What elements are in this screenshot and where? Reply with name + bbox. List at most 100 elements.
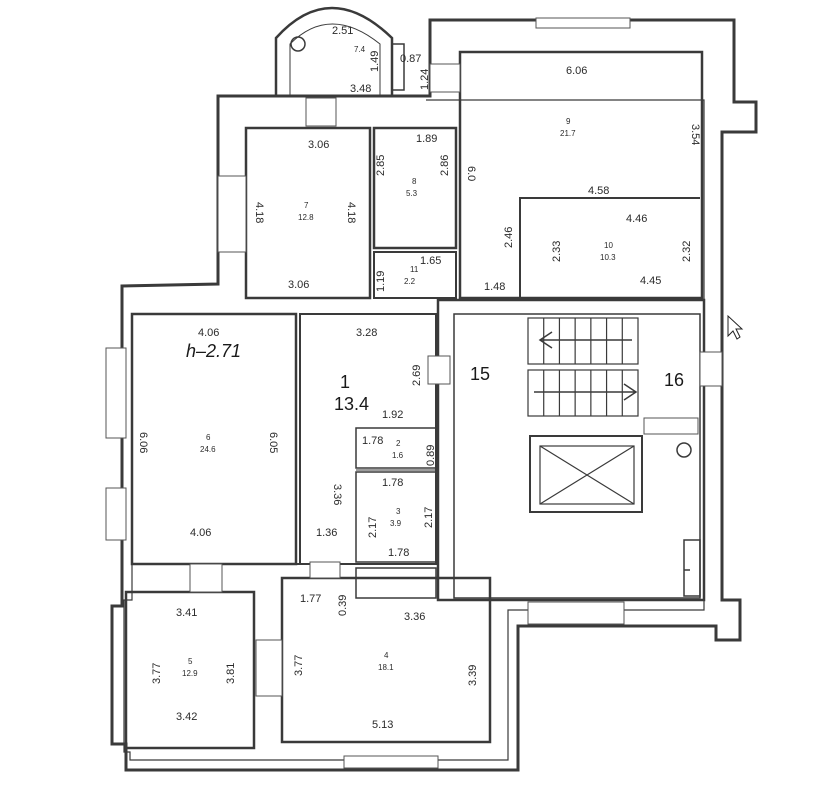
- room-area: 2.2: [404, 277, 416, 286]
- dimension: 1.78: [382, 477, 403, 489]
- arrow-left-icon: [538, 331, 632, 349]
- windows: [105, 17, 723, 769]
- dimension: 1.36: [316, 527, 337, 539]
- column-circle: [676, 442, 692, 458]
- window: [105, 487, 127, 541]
- stair-number: 16: [664, 370, 684, 390]
- window: [255, 639, 283, 697]
- room-2-walls: [355, 427, 437, 469]
- room-11-walls: [373, 251, 457, 299]
- mouse-pointer-icon: [727, 314, 744, 340]
- room-area: 24.6: [200, 445, 216, 454]
- room-area: 10.3: [600, 253, 616, 262]
- dimension: 2.86: [439, 155, 451, 176]
- room-number: 3: [396, 507, 401, 516]
- window: [643, 417, 699, 435]
- dimension: 1.78: [362, 435, 383, 447]
- dimension: 1.49: [369, 51, 381, 72]
- dimension: 1.19: [375, 271, 387, 292]
- height-label: h–2.71: [186, 341, 241, 361]
- dimension: 3.39: [467, 665, 479, 686]
- elevator-car: [539, 445, 635, 505]
- room-8-walls: [372, 126, 458, 250]
- room-number: 11: [410, 265, 419, 274]
- stair-core-inner: [453, 313, 701, 599]
- window: [343, 755, 439, 769]
- dimension: 3.42: [176, 711, 197, 723]
- dimension: 1.89: [416, 133, 437, 145]
- elevator-shaft: [529, 435, 643, 513]
- room-10-divider: [519, 197, 700, 298]
- dimension: 2.85: [375, 155, 387, 176]
- dimension: 4.46: [626, 213, 647, 225]
- dimension: 2.69: [411, 365, 423, 386]
- dimension: 6.0: [465, 166, 477, 181]
- dimension: 3.81: [225, 663, 237, 684]
- room-area: 3.9: [390, 519, 402, 528]
- dimension: 7.4: [354, 45, 366, 54]
- dimension: 5.13: [372, 719, 393, 731]
- room-number: 1: [340, 372, 350, 392]
- dimension: 3.77: [151, 663, 163, 684]
- dimension: 6.05: [267, 432, 279, 453]
- dimension: 3.28: [356, 327, 377, 339]
- room-number: 8: [412, 177, 417, 186]
- dimension: 4.06: [190, 527, 211, 539]
- window: [535, 17, 631, 29]
- room-labels: 1 13.4 2 1.6 3 3.9 4 18.1 5 12.9 6 24.6 …: [182, 117, 684, 678]
- dimension: 1.77: [300, 593, 321, 605]
- room-number: 7: [304, 201, 309, 210]
- dimension: 4.45: [640, 275, 661, 287]
- dimension: 3.36: [404, 611, 425, 623]
- corridor-niche: [355, 567, 437, 599]
- column-circle: [290, 36, 306, 52]
- elevator-cross: [539, 445, 635, 505]
- dimension: 3.41: [176, 607, 197, 619]
- dimension: 2.46: [503, 227, 515, 248]
- ceiling-height-label: h–2.71: [186, 341, 241, 361]
- dimension: 2.33: [551, 241, 563, 262]
- duct: [683, 539, 701, 597]
- dimension: 0.87: [400, 53, 421, 65]
- staircase: [295, 317, 701, 597]
- dimension: 3.36: [331, 484, 343, 505]
- balcony-arc-inner: [289, 23, 381, 96]
- dimension: 4.58: [588, 185, 609, 197]
- room-number: 6: [206, 433, 211, 442]
- dimension: 1.24: [419, 69, 431, 90]
- walls: [110, 6, 758, 772]
- room-9-walls: [458, 50, 704, 300]
- dimension: 2.17: [423, 507, 435, 528]
- room-area: 18.1: [378, 663, 394, 672]
- window: [429, 63, 461, 93]
- balcony-post: [391, 43, 405, 91]
- room-area: 1.6: [392, 451, 404, 460]
- window: [217, 175, 247, 253]
- stair-treads: [543, 318, 623, 416]
- room-area: 5.3: [406, 189, 418, 198]
- room-number: 4: [384, 651, 389, 660]
- dimension: 4.06: [198, 327, 219, 339]
- dimension: 1.78: [388, 547, 409, 559]
- balcony-arc: [274, 6, 394, 96]
- dimension: 0.89: [425, 445, 437, 466]
- window: [189, 563, 223, 593]
- stair-flight-upper: [527, 317, 639, 365]
- window: [527, 601, 625, 625]
- dimension: 4.18: [253, 202, 265, 223]
- stair-flight-lower: [527, 369, 639, 417]
- room-number: 9: [566, 117, 571, 126]
- window: [305, 97, 337, 127]
- room-3-walls: [355, 471, 437, 563]
- stair-core-walls: [436, 298, 706, 602]
- dimension: 2.32: [681, 241, 693, 262]
- dimension: 3.77: [293, 655, 305, 676]
- room-number: 5: [188, 657, 193, 666]
- window: [427, 355, 451, 385]
- outer-wall: [110, 18, 758, 772]
- dimension: 2.17: [367, 517, 379, 538]
- room-area: 12.9: [182, 669, 198, 678]
- dimension: 6.06: [137, 432, 149, 453]
- dimension-labels: 2.51 7.4 1.49 0.87 3.48 1.24 6.06 3.54 3…: [137, 25, 701, 731]
- room-number: 2: [396, 439, 401, 448]
